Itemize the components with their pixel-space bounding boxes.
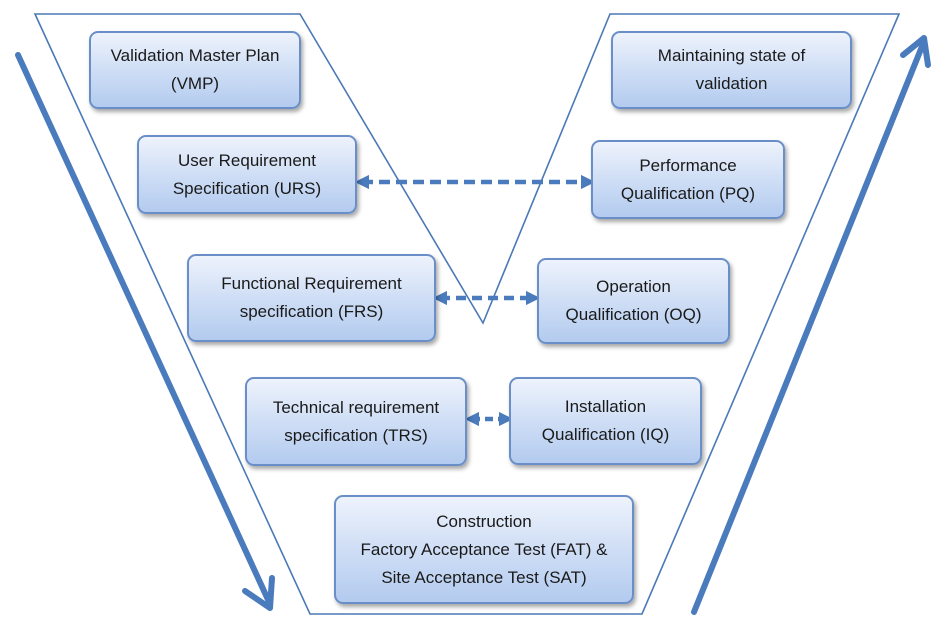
construction-line-2: Factory Acceptance Test (FAT) & xyxy=(360,539,608,559)
vmp-line-1: Validation Master Plan xyxy=(110,46,280,65)
maintain-box: Maintaining state of validation xyxy=(611,31,852,109)
maintain-line-2: validation xyxy=(695,74,768,93)
v-outline xyxy=(33,13,901,615)
oq-line-1: Operation xyxy=(596,277,671,296)
iq-line-2: Qualification (IQ) xyxy=(541,425,670,444)
trs-line-1: Technical requirement xyxy=(272,397,440,417)
trs-box: Technical requirement specification (TRS… xyxy=(245,377,467,466)
iq-box: Installation Qualification (IQ) xyxy=(509,377,702,465)
vmp-box: Validation Master Plan (VMP) xyxy=(89,31,301,109)
right-up-arrow xyxy=(691,35,931,615)
frs-line-1: Functional Requirement xyxy=(221,274,402,293)
urs-line-1: User Requirement xyxy=(178,150,316,170)
trs-line-2: specification (TRS) xyxy=(284,425,428,445)
oq-line-2: Qualification (OQ) xyxy=(565,305,702,324)
construction-line-1: Construction xyxy=(436,511,532,531)
maintain-line-1: Maintaining state of xyxy=(657,46,806,65)
pq-box: Performance Qualification (PQ) xyxy=(591,140,785,219)
vmp-line-2: (VMP) xyxy=(170,74,220,93)
oq-box: Operation Qualification (OQ) xyxy=(537,258,730,344)
pq-line-2: Qualification (PQ) xyxy=(620,183,756,203)
urs-box: User Requirement Specification (URS) xyxy=(137,135,357,214)
left-down-arrow xyxy=(15,52,275,611)
urs-line-2: Specification (URS) xyxy=(172,178,322,198)
frs-line-2: specification (FRS) xyxy=(239,302,384,321)
construction-box: Construction Factory Acceptance Test (FA… xyxy=(334,495,634,604)
pq-line-1: Performance xyxy=(639,155,737,175)
frs-box: Functional Requirement specification (FR… xyxy=(187,254,436,342)
iq-line-1: Installation xyxy=(564,397,647,416)
construction-line-3: Site Acceptance Test (SAT) xyxy=(381,567,587,587)
